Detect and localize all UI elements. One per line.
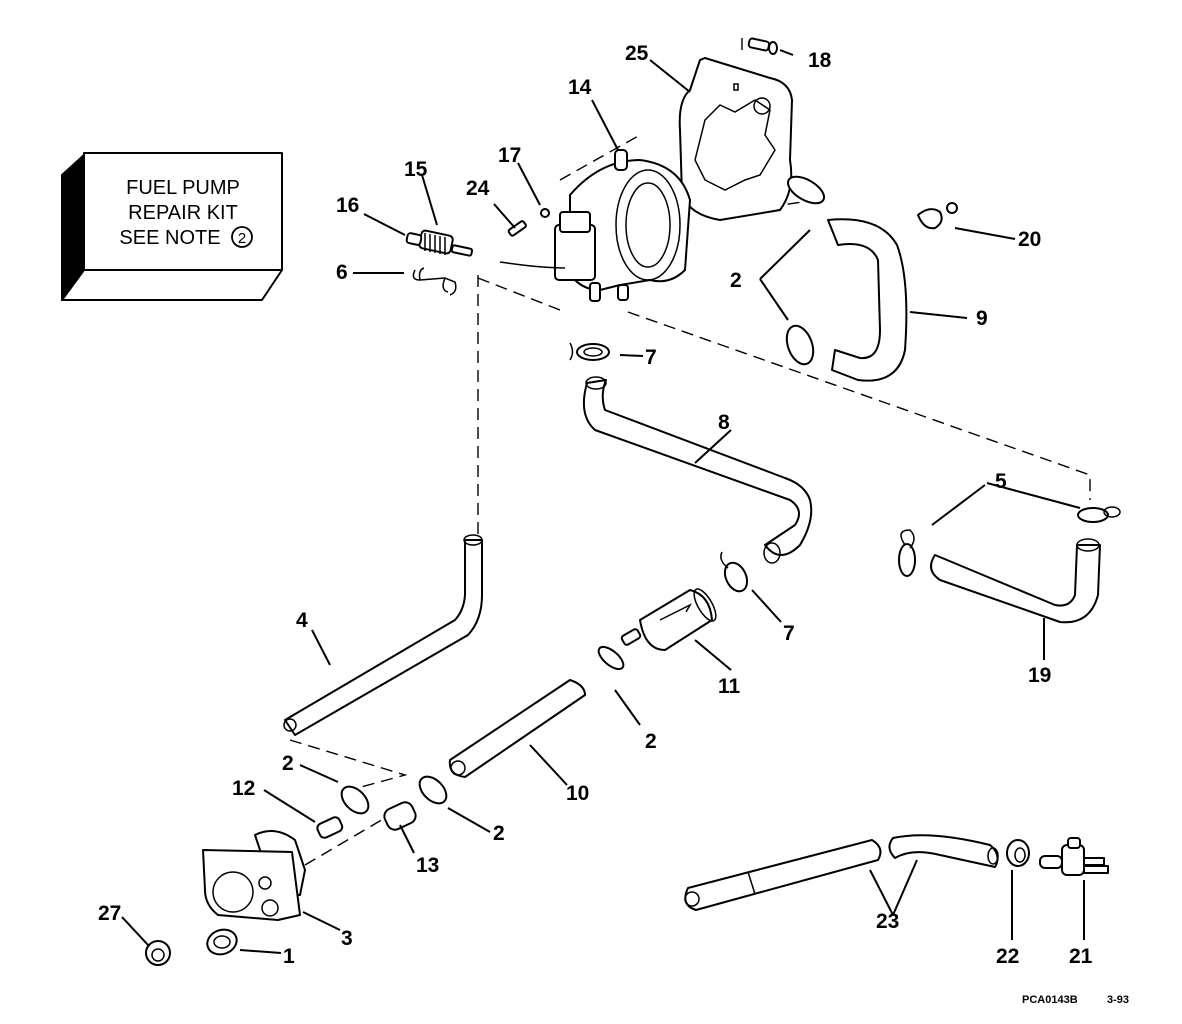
washer-17 (540, 208, 550, 218)
callout-22: 22 (996, 945, 1019, 968)
clamp-27 (145, 940, 171, 966)
hose-clamp-2d (340, 785, 370, 815)
hose-clamp-2e (418, 775, 448, 805)
callout-7-upper: 7 (645, 346, 657, 369)
callout-4: 4 (296, 609, 308, 632)
fuel-pump-14 (499, 149, 691, 302)
fuel-hose-8 (582, 379, 813, 556)
callout-16: 16 (336, 194, 359, 217)
clamp-20 (917, 202, 958, 230)
screw-18 (747, 37, 778, 55)
callout-2-lower-right: 2 (493, 822, 505, 845)
filter-housing-3 (202, 830, 306, 921)
hose-clamp-5a (1077, 506, 1121, 523)
callout-9: 9 (976, 307, 988, 330)
fitting-13 (383, 801, 417, 831)
kit-line-3: SEE NOTE (119, 227, 220, 249)
clamp-22 (1006, 839, 1030, 867)
inline-filter-11 (620, 588, 717, 651)
drawing-date: 3-93 (1107, 994, 1129, 1006)
hose-clamp-5b (898, 529, 916, 577)
callout-3: 3 (341, 927, 353, 950)
callout-27: 27 (98, 902, 121, 925)
callout-13: 13 (416, 854, 439, 877)
mounting-bracket-25 (678, 57, 793, 221)
connector-21 (1039, 837, 1109, 876)
kit-line-1: FUEL PUMP (126, 177, 240, 199)
kit-line-2: REPAIR KIT (128, 202, 238, 224)
callout-7-lower: 7 (783, 622, 795, 645)
callout-20: 20 (1018, 228, 1041, 251)
screw-24 (507, 220, 527, 237)
hose-clamp-7a (569, 342, 610, 361)
callout-14: 14 (568, 76, 592, 99)
note-number: 2 (238, 230, 246, 247)
fuel-hose-9 (827, 218, 908, 382)
callout-25: 25 (625, 42, 649, 65)
callout-2-upper: 2 (730, 269, 742, 292)
callout-11: 11 (718, 675, 741, 698)
note-circle-icon (231, 226, 253, 248)
callout-19: 19 (1028, 664, 1051, 687)
fuel-hose-4 (284, 539, 483, 736)
hose-clamp-7b (720, 551, 749, 593)
callout-5: 5 (995, 470, 1007, 493)
callout-24: 24 (466, 177, 490, 200)
hose-clamp-2b (785, 324, 815, 366)
hose-clamp-2a (786, 175, 826, 205)
callout-6: 6 (336, 261, 348, 284)
callout-23: 23 (876, 910, 899, 933)
callout-18: 18 (808, 49, 832, 72)
leader-lines (121, 49, 1085, 954)
fuel-hose-10 (448, 679, 586, 778)
callout-12: 12 (232, 777, 255, 800)
callout-15: 15 (404, 158, 428, 181)
repair-kit-box: FUEL PUMP REPAIR KIT SEE NOTE 2 (61, 152, 283, 301)
callout-2-lower-left: 2 (282, 752, 294, 775)
callout-2-filter: 2 (645, 730, 657, 753)
fitting-12 (316, 816, 344, 839)
primer-valve-15 (418, 229, 474, 257)
drawing-code: PCA0143B (1022, 994, 1078, 1006)
callout-10: 10 (566, 782, 589, 805)
clamp-1 (206, 928, 238, 956)
retainer-clip-6 (412, 267, 457, 296)
fuel-hoses-23 (684, 834, 999, 911)
callout-8: 8 (718, 411, 730, 434)
hose-clamp-2c (597, 645, 625, 671)
fuel-hose-19 (930, 544, 1101, 624)
fitting-16 (405, 232, 423, 246)
callout-labels: 18 25 14 17 24 15 16 6 20 9 2 7 8 5 19 7… (98, 42, 1093, 968)
callout-1: 1 (283, 945, 295, 968)
callout-17: 17 (498, 144, 521, 167)
callout-21: 21 (1069, 945, 1093, 968)
